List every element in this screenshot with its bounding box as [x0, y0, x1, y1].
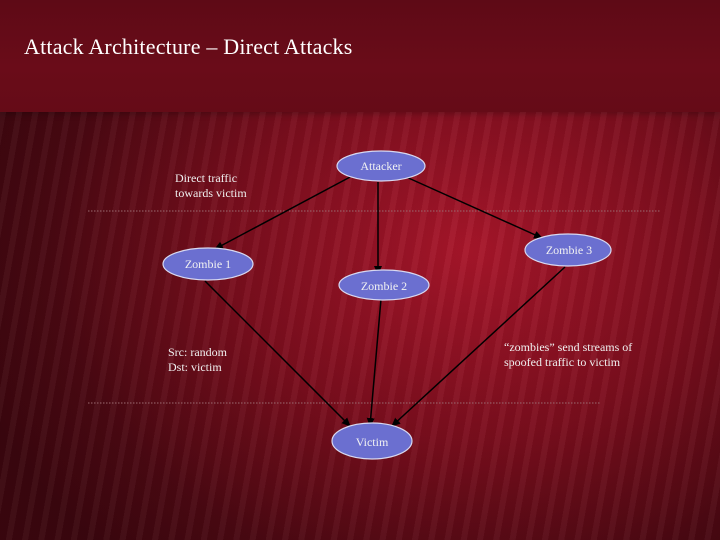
victim-label: Victim	[355, 435, 389, 449]
title-band	[0, 0, 720, 112]
zombie1-node	[162, 247, 254, 281]
src-dst-note: Src: random Dst: victim	[168, 345, 227, 375]
zombie3-label: Zombie 3	[545, 243, 593, 257]
direct-traffic-line-2: towards victim	[175, 186, 247, 200]
zombie2-node	[338, 269, 430, 301]
zombies-send-line-1: “zombies” send streams of	[504, 340, 633, 354]
arrow-zombie2-to-victim	[366, 298, 382, 427]
attacker-label: Attacker	[360, 159, 402, 173]
arrow-zombie1-to-victim	[204, 280, 351, 427]
zombies-send-note: “zombies” send streams of spoofed traffi…	[504, 340, 632, 370]
page-title: Attack Architecture – Direct Attacks	[24, 34, 353, 59]
direct-traffic-line-1: Direct traffic	[175, 171, 238, 185]
dst-line: Dst: victim	[168, 360, 222, 374]
zombie2-label: Zombie 2	[360, 279, 408, 293]
direct-traffic-note: Direct traffic towards victim	[175, 171, 247, 201]
arrow-attacker-to-zombie3	[403, 175, 543, 239]
attacker-node	[336, 150, 426, 182]
zombie1-label: Zombie 1	[184, 257, 232, 271]
src-line: Src: random	[168, 345, 227, 359]
victim-node	[331, 422, 413, 460]
zombie3-node	[524, 233, 612, 267]
arrow-zombie3-to-victim	[391, 266, 566, 427]
zombies-send-line-2: spoofed traffic to victim	[504, 355, 621, 369]
arrow-attacker-to-zombie1	[214, 175, 353, 250]
